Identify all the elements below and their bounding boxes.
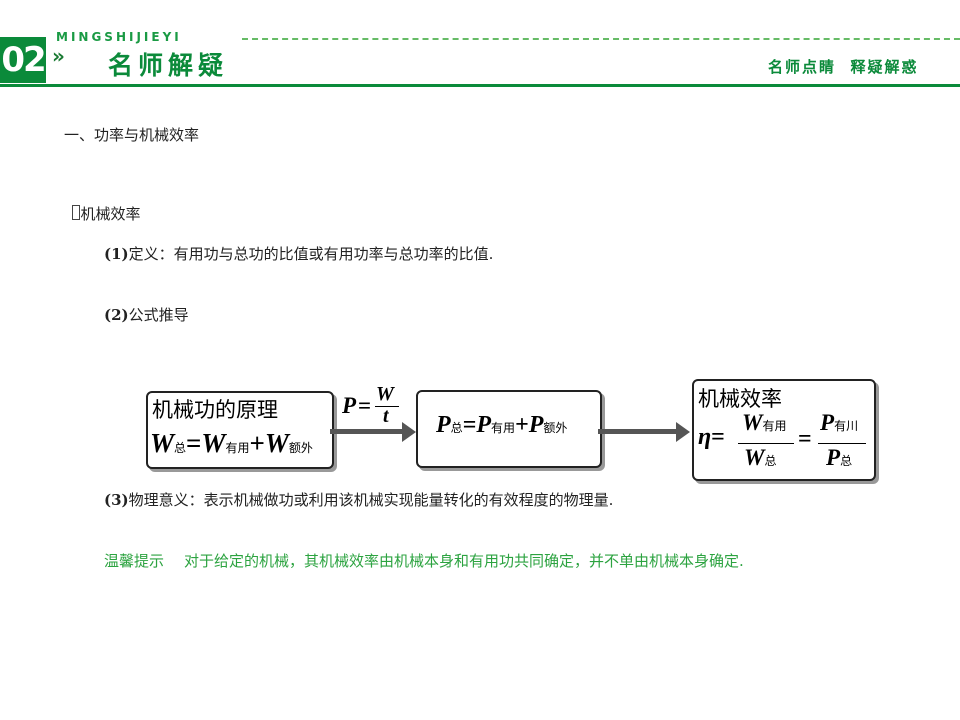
arrow-2-head-icon [676,422,690,442]
equals-sign: = [358,393,372,418]
arrow-2-shaft [598,429,678,434]
symbol-p: P [436,412,451,438]
section-number-badge: 02 [0,37,47,83]
symbol-p: P [826,445,841,470]
equals-sign: = [186,428,202,458]
symbol-p: P [476,412,492,438]
subscript-total: 总 [840,454,853,468]
symbol-p: P [528,412,544,438]
warm-tip-label: 温馨提示 [104,552,165,570]
fraction-numerator-w: W [376,383,394,405]
subscript-useful: 有川 [834,419,859,433]
subscript-useful: 有用 [225,441,250,455]
symbol-w: W [744,445,765,470]
item-text: 定义：有用功与总功的比值或有用功率与总功率的比值. [128,245,494,263]
box-work-principle-title: 机械功的原理 [152,398,278,422]
item-formula-derivation: (2)公式推导 [104,304,189,325]
fraction-bar [375,406,399,407]
header-title: 名师解疑 [108,51,229,80]
efficiency-numerator-w: W有用 [742,410,786,436]
eta-symbol: η [698,424,712,450]
subscript-total: 总 [174,441,187,455]
item-definition: (1)定义：有用功与总功的比值或有用功率与总功率的比值. [104,243,493,264]
double-chevron-icon: » [52,44,65,68]
subscript-extra: 额外 [543,421,568,435]
heading-power-efficiency: 一、功率与机械效率 [64,126,200,144]
box-work-principle [146,391,334,469]
efficiency-denominator-w: W总 [744,445,776,471]
plus-sign: + [249,428,265,458]
symbol-w: W [201,428,226,458]
item-text: 公式推导 [128,306,189,324]
fraction-denominator-t: t [383,405,389,427]
heading-mechanical-efficiency-text: 机械效率 [80,205,141,223]
power-symbol: P [342,393,357,418]
fraction-bar [818,443,866,444]
symbol-p: P [820,410,835,435]
heading-mechanical-efficiency: 机械效率 [62,185,141,224]
header-underline [0,84,960,87]
efficiency-eta-symbol: η= [698,424,725,451]
box-efficiency-title: 机械效率 [698,387,782,411]
equals-sign: = [711,424,725,450]
item-number: (2) [104,306,129,324]
subscript-total: 总 [450,421,463,435]
missing-glyph-box [71,205,80,220]
item-number: (1) [104,245,129,263]
efficiency-denominator-p: P总 [826,445,852,471]
equals-sign: = [462,412,477,438]
subscript-total: 总 [764,454,777,468]
item-physical-meaning: (3)物理意义：表示机械做功或利用该机械实现能量转化的有效程度的物理量. [104,489,613,510]
arrow-1-shaft [330,429,404,434]
box-mechanical-efficiency [692,379,876,481]
item-number: (3) [104,491,129,509]
efficiency-numerator-p: P有川 [820,410,858,436]
warm-tip-text: 对于给定的机械，其机械效率由机械本身和有用功共同确定，并不单由机械本身确定. [184,552,744,570]
item-text: 物理意义：表示机械做功或利用该机械实现能量转化的有效程度的物理量. [128,491,614,509]
box-power-sum [416,390,602,468]
subscript-useful: 有用 [762,419,787,433]
header-dashed-divider [242,38,960,40]
box-work-principle-formula: W总=W有用+W额外 [150,428,313,459]
symbol-w: W [742,410,763,435]
subscript-extra: 额外 [288,441,313,455]
subscript-useful: 有用 [491,421,516,435]
arrow-1-head-icon [402,422,416,442]
header-subtitle: 名师点睛 释疑解惑 [768,58,919,76]
equals-sign: = [798,426,812,452]
warm-tip: 温馨提示 对于给定的机械，其机械效率由机械本身和有用功共同确定，并不单由机械本身确… [104,550,744,571]
symbol-w: W [150,428,175,458]
plus-sign: + [515,412,529,438]
fraction-bar [738,443,794,444]
box-power-sum-formula: P总=P有用+P额外 [436,412,567,439]
symbol-w: W [264,428,289,458]
header-pinyin: MINGSHIJIEYI [56,30,182,44]
